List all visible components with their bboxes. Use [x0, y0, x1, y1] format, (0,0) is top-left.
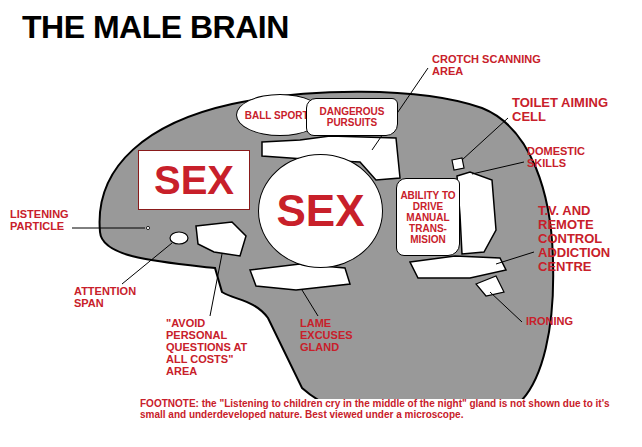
- domestic-skills-label: DOMESTIC SKILLS: [527, 146, 603, 170]
- leader-line: [210, 254, 222, 316]
- listening-particle-dot: [146, 226, 149, 229]
- region-label: BALL SPORTS: [245, 110, 315, 121]
- region-label: SEX: [154, 160, 234, 200]
- footnote: FOOTNOTE: the "Listening to children cry…: [140, 399, 630, 421]
- leader-lines: [72, 68, 534, 322]
- tv-remote-label: T.V. AND REMOTE CONTROL ADDICTION CENTRE: [538, 204, 632, 274]
- leader-line: [472, 162, 524, 174]
- region-label: DANGEROUS PURSUITS: [310, 106, 394, 128]
- avoid-questions-region: [196, 222, 246, 256]
- domestic-skills-region: [457, 172, 496, 254]
- attention-span-label: ATTENTION SPAN: [74, 286, 158, 310]
- toilet-aiming-label: TOILET AIMING CELL: [512, 96, 624, 124]
- brain-outline: [100, 92, 554, 418]
- leader-line: [496, 252, 534, 264]
- sex-box: SEX: [138, 150, 250, 210]
- region-label: SEX: [276, 189, 364, 233]
- leader-line: [72, 228, 145, 229]
- leader-line: [122, 243, 172, 284]
- crotch-scanning-label: CROTCH SCANNING AREA: [432, 54, 560, 78]
- diagram-title: THE MALE BRAIN: [22, 10, 289, 45]
- leader-line: [302, 290, 318, 316]
- ironing-label: IRONING: [526, 316, 606, 328]
- ironing-region: [476, 276, 504, 296]
- sex-circle: SEX: [258, 154, 383, 268]
- lame-excuses-label: LAME EXCUSES GLAND: [300, 318, 362, 354]
- attention-span-spot: [170, 232, 188, 244]
- leader-line: [462, 118, 508, 160]
- lame-excuses-region: [250, 264, 350, 290]
- listening-particle-label: LISTENING PARTICLE: [10, 209, 94, 233]
- tv-remote-region: [410, 256, 506, 278]
- dangerous-pursuits-region: DANGEROUS PURSUITS: [306, 98, 398, 136]
- leader-line: [490, 292, 522, 322]
- avoid-questions-label: "AVOID PERSONAL QUESTIONS AT ALL COSTS" …: [166, 318, 262, 377]
- manual-transmission-region: ABILITY TO DRIVE MANUAL TRANS- MISION: [396, 178, 460, 256]
- region-label: ABILITY TO DRIVE MANUAL TRANS- MISION: [400, 190, 456, 245]
